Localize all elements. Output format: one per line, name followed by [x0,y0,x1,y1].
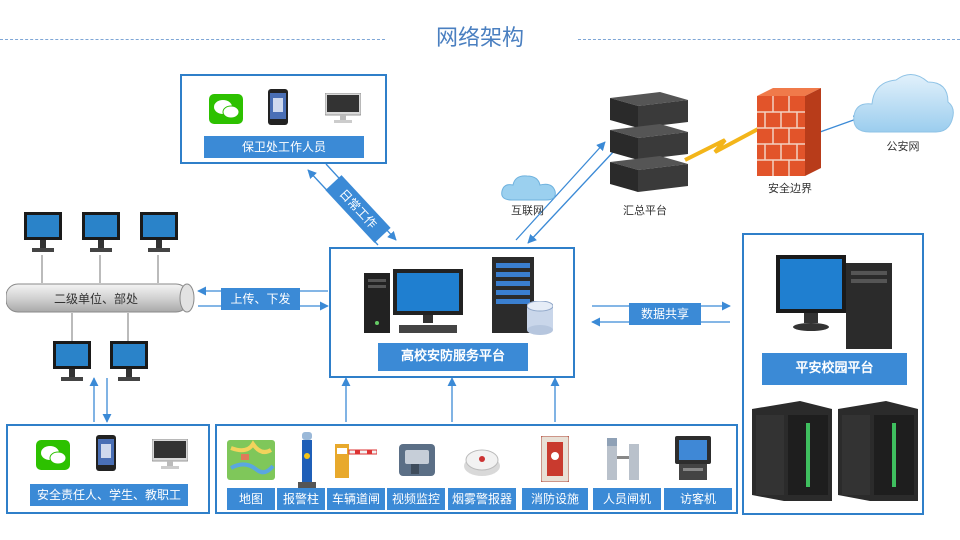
computer-icon [82,212,120,260]
guard-staff-label: 保卫处工作人员 [204,136,364,158]
platform-box: 高校安防服务平台 [329,247,575,378]
title-divider-left [0,39,385,40]
title-divider-right [578,39,960,40]
device-label-map: 地图 [227,488,275,510]
wechat-icon [209,94,243,128]
internet-cloud-icon [500,172,558,206]
visitor-kiosk-icon [673,436,713,486]
guard-staff-box: 保卫处工作人员 [180,74,387,164]
police-cloud-icon [852,64,956,140]
monitor-icon [151,438,189,473]
police-network-label: 公安网 [886,140,920,153]
fire-equipment-icon [540,435,570,486]
map-icon [227,440,275,484]
rack-server-icon [838,401,918,505]
smartphone-icon [268,89,288,129]
device-label-visitor-machine: 访客机 [664,488,732,510]
device-label-smoke-alarm: 烟雾警报器 [448,488,516,510]
device-label-vehicle-barrier: 车辆道闸 [327,488,385,510]
security-boundary-label: 安全边界 [768,182,812,195]
device-label-fire-facilities: 消防设施 [522,488,588,510]
desktop-monitor-icon [393,269,463,339]
summary-platform-label: 汇总平台 [623,204,667,217]
responsible-box: 安全责任人、学生、教职工 [6,424,210,514]
firewall-icon [757,88,821,180]
server-stack-icon [600,92,690,202]
database-icon [526,300,554,339]
monitor-icon [324,92,362,127]
desktop-tower-icon [364,273,390,337]
device-label-video-surveillance: 视频监控 [387,488,445,510]
platform-label: 高校安防服务平台 [378,343,528,371]
rack-server-icon [752,401,832,505]
alarm-pillar-icon [296,432,318,494]
devices-box: 地图 报警柱 车辆道闸 视频监控 烟雾警报器 消防设施 人员闸机 访客机 [215,424,738,514]
device-label-alarm-pillar: 报警柱 [277,488,325,510]
computer-icon [110,341,148,389]
campus-label: 平安校园平台 [762,353,907,385]
wechat-icon [36,440,70,474]
campus-box: 平安校园平台 [742,233,924,515]
device-label-turnstile: 人员闸机 [593,488,661,510]
pc-workstation-icon [776,255,894,355]
camera-icon [397,440,437,484]
departments-label: 二级单位、部处 [53,292,138,306]
upload-download-label: 上传、下发 [221,288,300,310]
computer-icon [140,212,178,260]
computer-icon [24,212,62,260]
turnstile-icon [603,436,643,486]
computer-icon [53,341,91,389]
data-share-label: 数据共享 [629,303,701,325]
responsible-label: 安全责任人、学生、教职工 [30,484,188,506]
page-title: 网络架构 [435,26,524,51]
network-pipe [5,283,196,317]
smoke-detector-icon [463,444,501,482]
vehicle-barrier-icon [331,436,378,484]
smartphone-icon [96,435,116,475]
internet-label: 互联网 [511,204,544,217]
